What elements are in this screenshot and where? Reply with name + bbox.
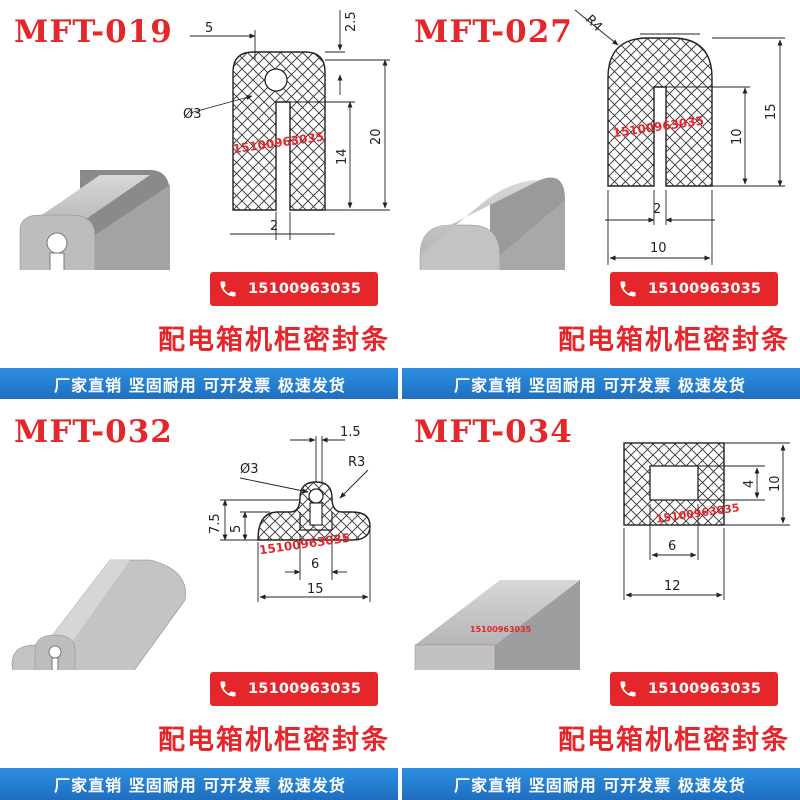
dim-label: Ø3: [240, 462, 259, 477]
product-3d: [11, 559, 186, 670]
phone-badge[interactable]: 15100963035: [210, 272, 378, 306]
phone-number: 15100963035: [244, 274, 376, 304]
slogan-bar: 厂家直销 坚固耐用 可开发票 极速发货: [0, 768, 400, 800]
model-code: MFT-027: [414, 14, 573, 50]
dim-label: 2.5: [344, 11, 359, 32]
panel-mft-034: MFT-034 10 4 6 12 15100963035: [400, 400, 800, 800]
phone-badge[interactable]: 15100963035: [610, 272, 778, 306]
product-3d: [414, 580, 580, 670]
dim-label: 10: [768, 475, 783, 492]
phone-badge[interactable]: 15100963035: [610, 672, 778, 706]
dim-label: 4: [742, 480, 757, 488]
phone-badge[interactable]: 15100963035: [210, 672, 378, 706]
panel-mft-032: MFT-032: [0, 400, 400, 800]
product-name: 配电箱机柜密封条: [158, 725, 390, 756]
dim-label: 14: [335, 148, 350, 165]
slogan-bar: 厂家直销 坚固耐用 可开发票 极速发货: [400, 368, 800, 400]
product-3d: [19, 170, 170, 270]
dim-label: R3: [348, 455, 365, 470]
slogan-bar: 厂家直销 坚固耐用 可开发票 极速发货: [400, 768, 800, 800]
dim-label: 12: [664, 579, 681, 594]
product-name: 配电箱机柜密封条: [558, 725, 790, 756]
panel-divider: [0, 399, 800, 402]
profile-drawing: R4 15 10 2 10 15100963035: [419, 9, 785, 270]
phone-icon: [612, 274, 644, 304]
model-code: MFT-019: [14, 14, 173, 50]
dim-label: 15: [307, 582, 324, 597]
dim-label: 5: [205, 21, 213, 36]
profile-drawing: 5 2.5 Ø3 20 14 2 15100963035: [19, 10, 390, 270]
dim-label: 20: [369, 128, 384, 145]
dim-label: 10: [650, 241, 667, 256]
dim-label: 15: [764, 103, 779, 120]
watermark: 15100963035: [470, 625, 532, 634]
dim-label: 2: [270, 219, 278, 234]
profile-drawing: 10 4 6 12 15100963035 15100963035: [414, 442, 790, 670]
phone-icon: [612, 674, 644, 704]
model-code: MFT-032: [14, 414, 173, 450]
panel-mft-027: MFT-027 R4 15 10 2: [400, 0, 800, 400]
dim-label: 6: [311, 557, 319, 572]
panel-mft-019: MFT-019: [0, 0, 400, 400]
product-3d: [419, 177, 565, 270]
slogan-bar: 厂家直销 坚固耐用 可开发票 极速发货: [0, 368, 400, 400]
dim-label: 2: [653, 202, 661, 217]
profile-drawing: 1.5 Ø3 R3 7.5 5 6 15 15100963035: [11, 425, 371, 670]
phone-number: 15100963035: [644, 674, 776, 704]
product-name: 配电箱机柜密封条: [558, 325, 790, 356]
dim-label: 5: [229, 525, 244, 533]
phone-icon: [212, 674, 244, 704]
dim-label: 6: [668, 539, 676, 554]
dim-label: 7.5: [208, 513, 223, 534]
phone-number: 15100963035: [644, 274, 776, 304]
dim-label: 10: [730, 128, 745, 145]
dim-label: Ø3: [183, 107, 202, 122]
product-name: 配电箱机柜密封条: [158, 325, 390, 356]
model-code: MFT-034: [414, 414, 573, 450]
phone-icon: [212, 274, 244, 304]
phone-number: 15100963035: [244, 674, 376, 704]
dim-label: 1.5: [340, 425, 361, 440]
